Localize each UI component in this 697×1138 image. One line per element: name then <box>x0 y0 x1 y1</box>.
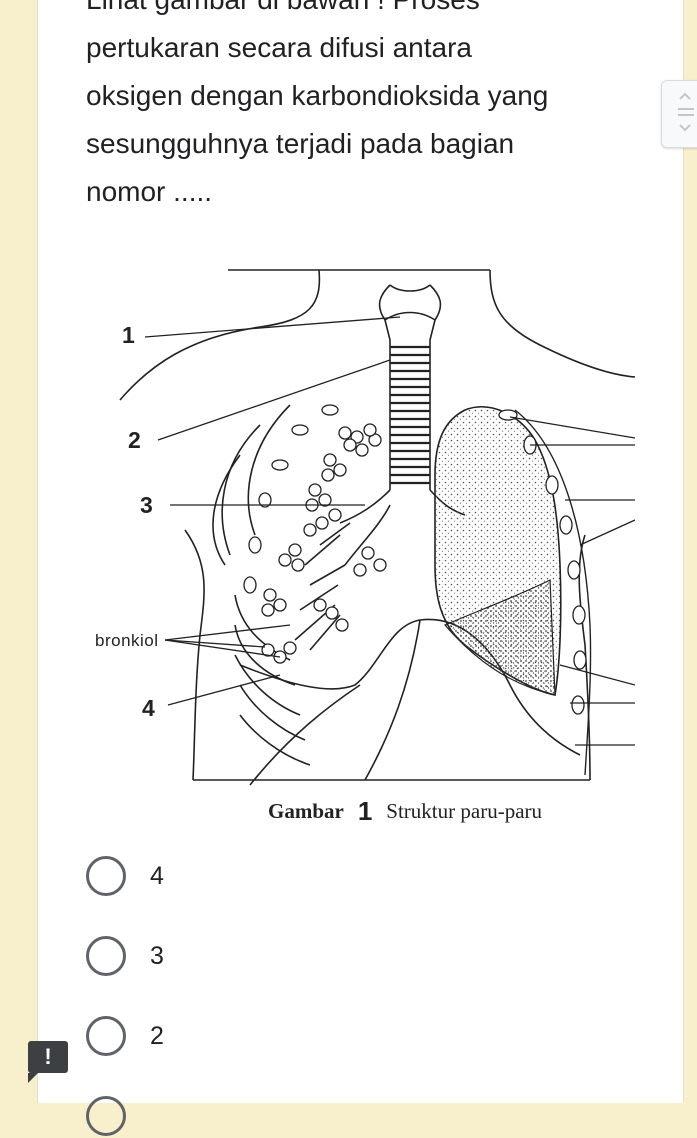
question-card <box>37 0 684 1103</box>
report-button[interactable]: ! <box>28 1041 68 1083</box>
caption-word: Gambar <box>268 799 344 823</box>
question-text: Lihat gambar di bawah ! Proses pertukara… <box>86 0 646 216</box>
figure-label-4: 4 <box>142 695 155 721</box>
radio-button[interactable] <box>86 856 126 896</box>
exclamation-icon: ! <box>44 1044 52 1069</box>
figure-label-2: 2 <box>128 427 141 453</box>
figure-caption: Gambar 1 Struktur paru-paru <box>268 796 542 827</box>
radio-button[interactable] <box>86 1016 126 1056</box>
radio-button[interactable] <box>86 936 126 976</box>
lung-structure-diagram <box>119 269 635 786</box>
caption-title: Struktur paru-paru <box>386 799 543 823</box>
question-line: Lihat gambar di bawah ! Proses <box>86 0 646 24</box>
caption-number: 1 <box>357 796 373 826</box>
option-label: 2 <box>150 1022 164 1050</box>
question-line: sesungguhnya terjadi pada bagian <box>86 128 515 159</box>
option-label: 4 <box>150 862 164 890</box>
drag-handle-icon <box>678 92 694 132</box>
figure-label-bronkiol: bronkiol <box>95 631 159 650</box>
option-label: 3 <box>150 942 164 970</box>
side-panel-handle[interactable] <box>661 80 697 148</box>
question-line: pertukaran secara difusi antara <box>86 32 472 63</box>
radio-button[interactable] <box>86 1096 126 1136</box>
question-line: oksigen dengan karbondioksida yang <box>86 80 549 111</box>
figure-label-3: 3 <box>140 492 153 518</box>
question-line: nomor ..... <box>86 176 213 207</box>
figure-label-1: 1 <box>122 322 135 348</box>
